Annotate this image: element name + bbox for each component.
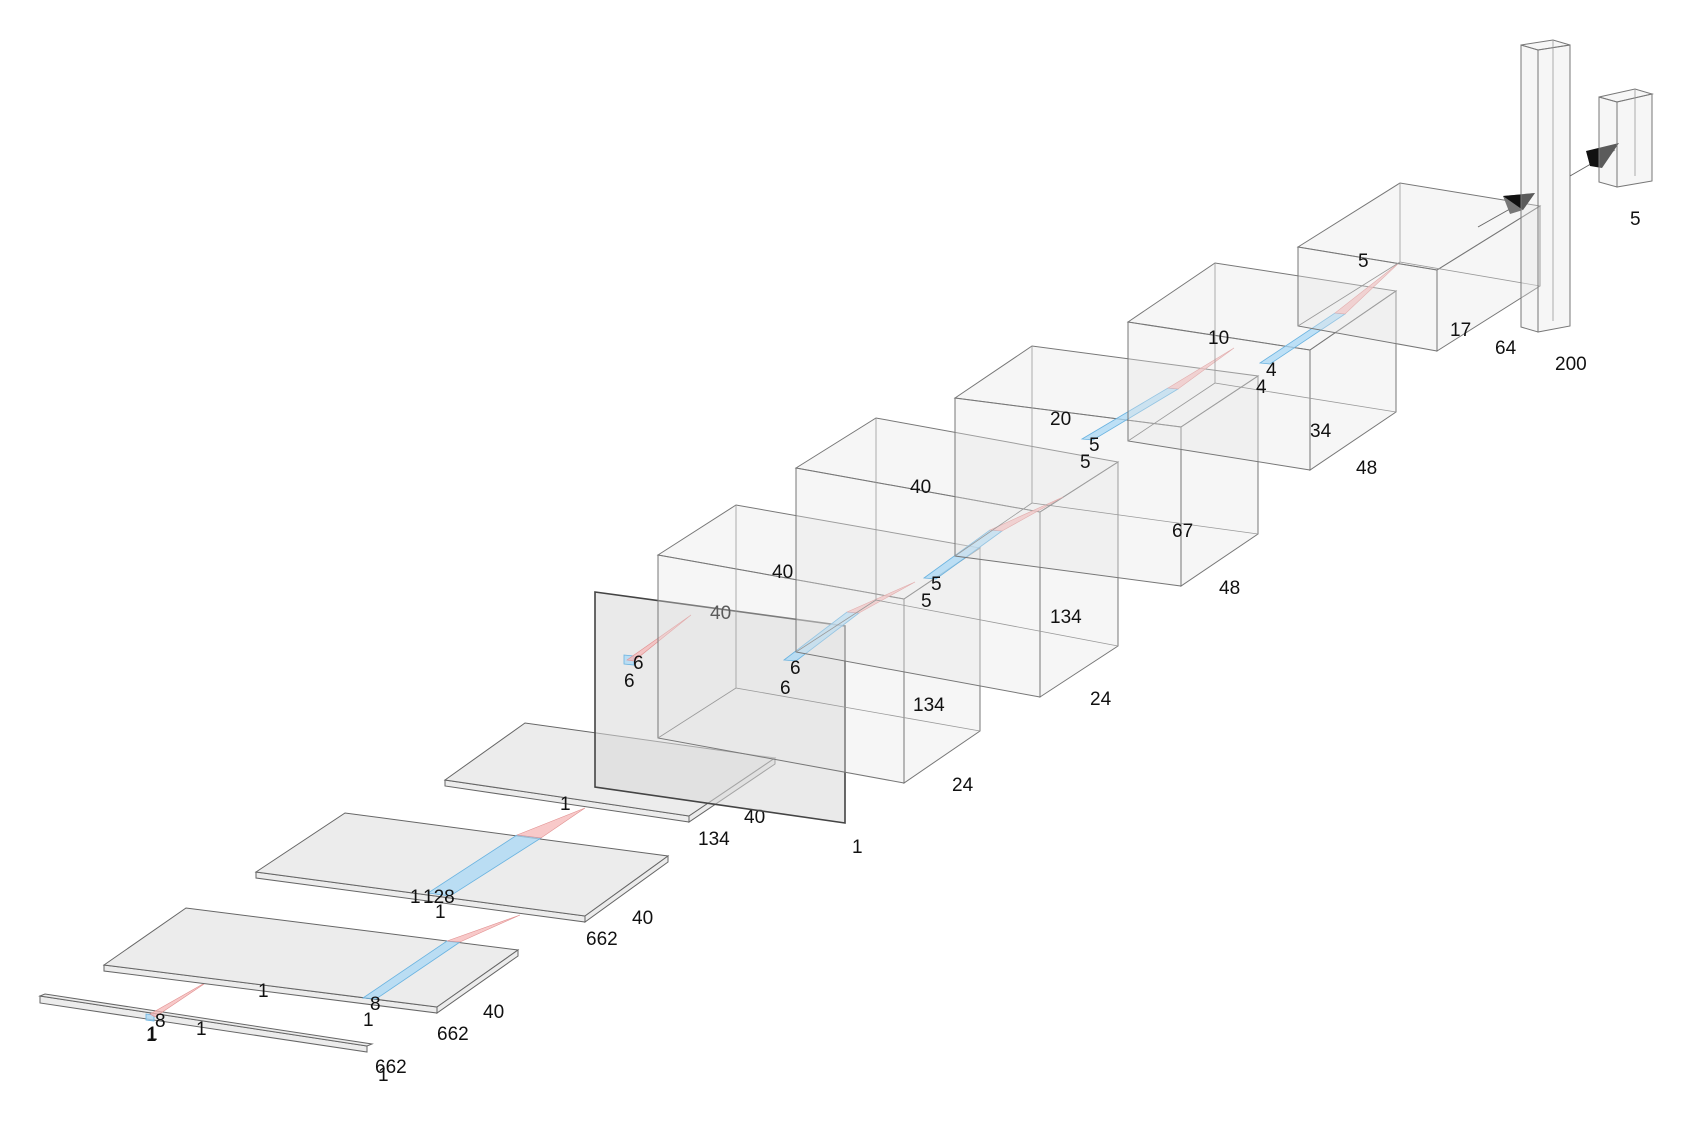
receptive-cone-conv5 (988, 496, 1064, 532)
dim-label: 134 (698, 829, 730, 850)
layer-output: 5 (1598, 88, 1654, 230)
dim-label: 17 (1450, 320, 1471, 341)
receptive-cone-input (149, 979, 211, 1018)
layer-conv5: 134 24 40 5 5 (794, 417, 1120, 710)
dim-label: 1 (196, 1019, 207, 1040)
dim-label: 8 (155, 1011, 166, 1032)
layer-conv7: 34 48 10 4 4 (1126, 261, 1401, 479)
dim-label: 40 (710, 603, 731, 624)
dim-label: 6 (624, 671, 635, 692)
dim-label: 67 (1172, 521, 1193, 542)
layer-dense1: 200 (1520, 39, 1587, 375)
dim-label: 6 (780, 678, 791, 699)
dim-label: 200 (1555, 354, 1587, 375)
dim-label: 1 (410, 887, 421, 908)
dim-label: 662 (437, 1024, 469, 1045)
dim-label: 10 (1208, 328, 1229, 349)
dim-label: 40 (910, 477, 931, 498)
receptive-cone-reshape (626, 614, 692, 662)
dim-label: 40 (744, 807, 765, 828)
layer-conv2: 662 40 1 128 1 (254, 807, 670, 950)
dim-label: 5 (1080, 452, 1091, 473)
dim-label: 662 (375, 1057, 407, 1078)
dense-arrow-icon (1586, 143, 1619, 168)
receptive-cone-conv6 (1167, 347, 1235, 390)
dim-label: 1 (363, 1010, 374, 1031)
dim-label: 1 (560, 794, 571, 815)
dim-label: 64 (1495, 338, 1517, 359)
dim-label: 6 (790, 658, 801, 679)
dim-label: 48 (1219, 578, 1240, 599)
layer-input: 662 1 1 1 (38, 979, 407, 1086)
dim-label: 24 (1090, 689, 1112, 710)
dim-label: 5 (1630, 209, 1641, 230)
dim-label: 24 (952, 775, 974, 796)
dim-label: 20 (1050, 409, 1071, 430)
dim-label: 34 (1310, 421, 1332, 442)
dim-label: 134 (913, 695, 945, 716)
dim-label: 6 (633, 653, 644, 674)
dim-label: 5 (1358, 251, 1369, 272)
dim-label: 128 (423, 887, 455, 908)
dim-label: 1 (435, 902, 446, 923)
dim-label: 4 (1256, 377, 1267, 398)
dim-label: 1 (378, 1065, 389, 1086)
receptive-cone-conv1 (446, 914, 521, 943)
dim-label: 1 (258, 981, 269, 1002)
dim-label: 134 (1050, 607, 1082, 628)
receptive-cone-conv4 (846, 581, 916, 614)
layer-conv8: 17 64 5 (1296, 182, 1542, 359)
dim-label: 5 (921, 591, 932, 612)
dim-label: 5 (1089, 435, 1100, 456)
layer-conv6: 67 48 20 5 5 (953, 345, 1260, 599)
layer-conv1: 662 40 1 1 8 1 8 (102, 907, 521, 1046)
dim-label: 1 (147, 1024, 158, 1045)
receptive-cone-conv7 (1334, 261, 1401, 315)
dim-label: 5 (931, 574, 942, 595)
layer-conv4: 134 24 40 6 6 (656, 504, 982, 796)
dim-label: 662 (586, 929, 618, 950)
dim-label: 8 (370, 994, 381, 1015)
dim-label: 4 (1266, 360, 1277, 381)
dim-label: 1 (146, 1025, 157, 1046)
dim-label: 40 (772, 562, 793, 583)
dim-label: 40 (483, 1002, 504, 1023)
receptive-cone-conv2 (516, 807, 586, 839)
dim-label: 48 (1356, 458, 1377, 479)
dim-label: 40 (632, 908, 653, 929)
dim-label: 1 (852, 837, 863, 858)
